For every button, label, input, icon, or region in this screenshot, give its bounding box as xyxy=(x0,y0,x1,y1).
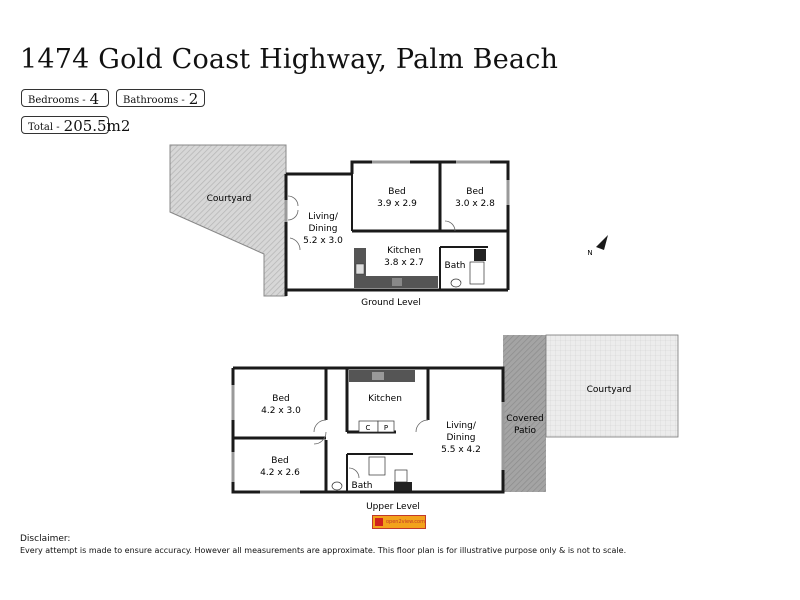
north-label: N xyxy=(587,249,592,257)
ground-living-label-1: Living/ xyxy=(308,212,339,222)
ground-fridge xyxy=(355,263,365,275)
open2view-logo-mark-icon xyxy=(375,518,383,526)
upper-living-dimensions: 5.5 x 4.2 xyxy=(441,445,481,455)
upper-kitchen-label: Kitchen xyxy=(368,394,402,404)
open2view-logo-text: open2view.com xyxy=(386,519,425,525)
bedrooms-badge: Bedrooms -4 xyxy=(21,89,109,108)
ground-bed2-dimensions: 3.0 x 2.8 xyxy=(455,199,495,209)
bathrooms-count: 2 xyxy=(188,90,199,108)
upper-bed2-label: Bed xyxy=(271,456,288,466)
upper-windows xyxy=(231,385,505,494)
upper-level-label: Upper Level xyxy=(366,502,420,512)
disclaimer: Disclaimer: Every attempt is made to ens… xyxy=(20,534,626,555)
bedrooms-label: Bedrooms - xyxy=(28,95,86,106)
ground-bed2-label: Bed xyxy=(466,187,483,197)
total-area-label: Total - xyxy=(28,122,60,133)
upper-living-label-2: Dining xyxy=(446,433,475,443)
ground-bath-label: Bath xyxy=(445,261,466,271)
bathrooms-badge: Bathrooms -2 xyxy=(116,89,205,108)
disclaimer-heading: Disclaimer: xyxy=(20,534,71,544)
ground-toilet xyxy=(450,278,462,288)
upper-toilet xyxy=(331,481,343,491)
upper-bath-label: Bath xyxy=(352,481,373,491)
upper-bed1-dimensions: 4.2 x 3.0 xyxy=(261,406,301,416)
ground-kitchen-label: Kitchen xyxy=(387,246,421,256)
upper-bed1-label: Bed xyxy=(272,394,289,404)
ground-shower xyxy=(474,249,486,261)
upper-walls xyxy=(231,366,505,494)
bathrooms-label: Bathrooms - xyxy=(123,95,185,106)
upper-stairs xyxy=(394,482,412,491)
ground-courtyard-area xyxy=(169,144,287,297)
ground-bed1-label: Bed xyxy=(388,187,405,197)
upper-pantry-p xyxy=(377,420,395,433)
ground-level-label: Ground Level xyxy=(361,298,421,308)
covered-patio-label-1: Covered xyxy=(506,414,543,424)
ground-living-label-2: Dining xyxy=(308,224,337,234)
total-area-badge: Total -205.5m2 xyxy=(21,116,130,135)
upper-doors xyxy=(313,419,429,479)
upper-courtyard-area xyxy=(545,334,679,438)
ground-doors xyxy=(287,195,456,251)
covered-patio-label-2: Patio xyxy=(514,426,537,436)
disclaimer-text: Every attempt is made to ensure accuracy… xyxy=(20,546,627,555)
ground-courtyard-label: Courtyard xyxy=(207,194,252,204)
upper-bathtub xyxy=(368,456,386,476)
upper-living-label-1: Living/ xyxy=(446,421,477,431)
open2view-logo: open2view.com xyxy=(372,515,426,529)
bedrooms-count: 4 xyxy=(89,90,100,108)
ground-bed1-dimensions: 3.9 x 2.9 xyxy=(377,199,417,209)
upper-bed2-dimensions: 4.2 x 2.6 xyxy=(260,468,300,478)
north-arrow-icon: N xyxy=(587,235,608,257)
ground-level-plan: Courtyard Living/ Dining 5.2 x 3.0 Bed 3… xyxy=(169,144,608,308)
ground-windows xyxy=(284,160,510,222)
ground-bathtub xyxy=(469,261,485,285)
total-area-value: 205.5m2 xyxy=(63,117,131,135)
property-address-title: 1474 Gold Coast Highway, Palm Beach xyxy=(20,44,559,75)
ground-living-dimensions: 5.2 x 3.0 xyxy=(303,236,343,246)
upper-laundry xyxy=(394,469,408,483)
covered-patio-area xyxy=(503,335,546,492)
ground-kitchen-dimensions: 3.8 x 2.7 xyxy=(384,258,424,268)
upper-c-label: C xyxy=(366,424,371,432)
ground-walls xyxy=(284,160,510,296)
upper-level-plan: Bed 4.2 x 3.0 Bed 4.2 x 2.6 Kitchen C P … xyxy=(231,334,679,512)
upper-p-label: P xyxy=(384,424,388,432)
upper-cooktop xyxy=(372,372,384,380)
ground-sink xyxy=(392,278,402,286)
upper-courtyard-label: Courtyard xyxy=(587,385,632,395)
